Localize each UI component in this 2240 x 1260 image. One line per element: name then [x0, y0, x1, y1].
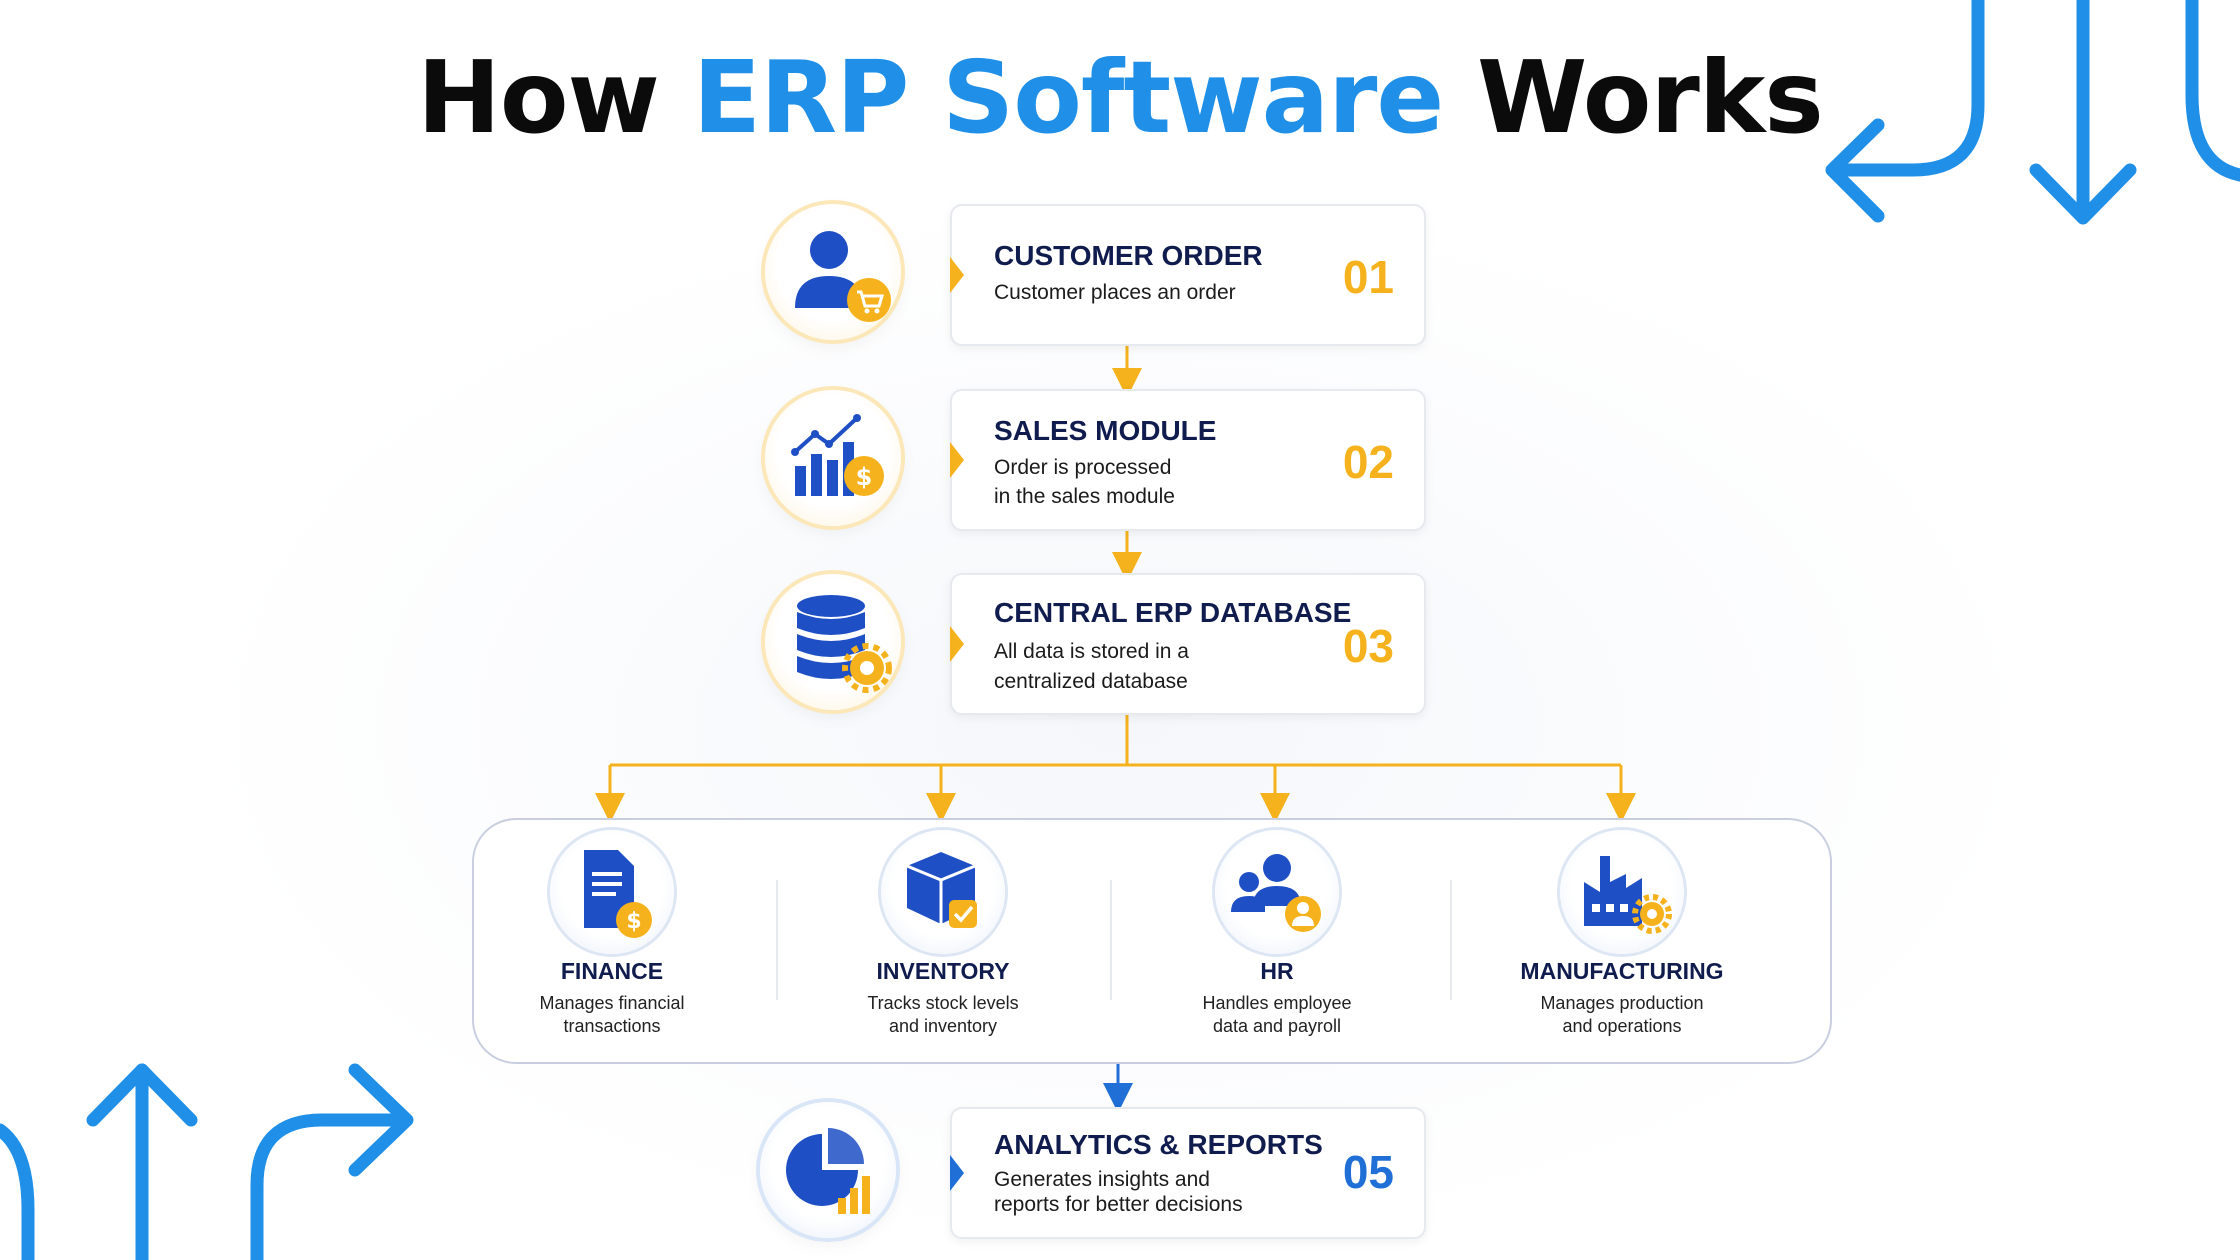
database-gear-icon — [765, 574, 901, 710]
factory-gear-icon — [1560, 830, 1684, 954]
module-divider — [1450, 880, 1452, 1000]
decor-arrow-up-icon — [86, 1063, 198, 1260]
decor-curve-left-icon — [0, 1123, 35, 1260]
title-suffix: Works — [1477, 39, 1824, 156]
customer-cart-icon — [765, 204, 901, 340]
card-notch — [950, 1155, 964, 1191]
step-title: CENTRAL ERP DATABASE — [994, 597, 1352, 628]
title-accent: ERP Software — [692, 39, 1444, 156]
decor-curve-right-icon — [2185, 0, 2240, 182]
step-title: SALES MODULE — [994, 415, 1217, 446]
step-desc-line: centralized database — [994, 670, 1188, 693]
step-desc-line: All data is stored in a — [994, 640, 1189, 663]
sales-chart-icon: $ — [765, 390, 901, 526]
card-notch — [950, 442, 964, 478]
step-number: 01 — [1342, 251, 1394, 303]
module-title: HR — [1260, 958, 1294, 984]
module-title: FINANCE — [560, 958, 664, 984]
step-card-sales-module: SALES MODULE Order is processed in the s… — [950, 389, 1426, 531]
module-divider — [776, 880, 778, 1000]
step-desc-line: reports for better decisions — [994, 1193, 1243, 1216]
decor-arrow-left-icon — [1825, 0, 1985, 223]
decor-arrow-right-icon — [250, 1063, 414, 1260]
step-desc-line: Generates insights and — [994, 1168, 1210, 1191]
step-title: CUSTOMER ORDER — [994, 240, 1263, 271]
step-desc-line: Order is processed — [994, 456, 1172, 479]
people-icon — [1215, 830, 1339, 954]
module-title: MANUFACTURING — [1520, 958, 1724, 984]
step-desc-line: in the sales module — [994, 485, 1175, 508]
module-divider — [1110, 880, 1112, 1000]
box-check-icon — [881, 830, 1005, 954]
step-card-analytics-reports: ANALYTICS & REPORTS Generates insights a… — [950, 1107, 1426, 1239]
svg-text:$: $ — [856, 463, 873, 491]
page-title: How ERP Software Works — [0, 38, 2240, 158]
step-number: 05 — [1342, 1146, 1394, 1198]
document-dollar-icon: $ — [550, 830, 674, 954]
step-card-central-database: CENTRAL ERP DATABASE All data is stored … — [950, 573, 1426, 715]
decor-arrow-down-icon — [2029, 0, 2137, 225]
pie-chart-icon — [760, 1102, 896, 1238]
step-number: 02 — [1342, 436, 1394, 488]
step-card-customer-order: CUSTOMER ORDER Customer places an order … — [950, 204, 1426, 346]
svg-text:$: $ — [626, 909, 641, 934]
module-title: INVENTORY — [876, 958, 1010, 984]
step-number: 03 — [1342, 620, 1394, 672]
step-title: ANALYTICS & REPORTS — [994, 1129, 1323, 1160]
card-notch — [950, 257, 964, 293]
card-notch — [950, 626, 964, 662]
step-desc-line: Customer places an order — [994, 281, 1236, 304]
title-prefix: How — [417, 39, 660, 156]
